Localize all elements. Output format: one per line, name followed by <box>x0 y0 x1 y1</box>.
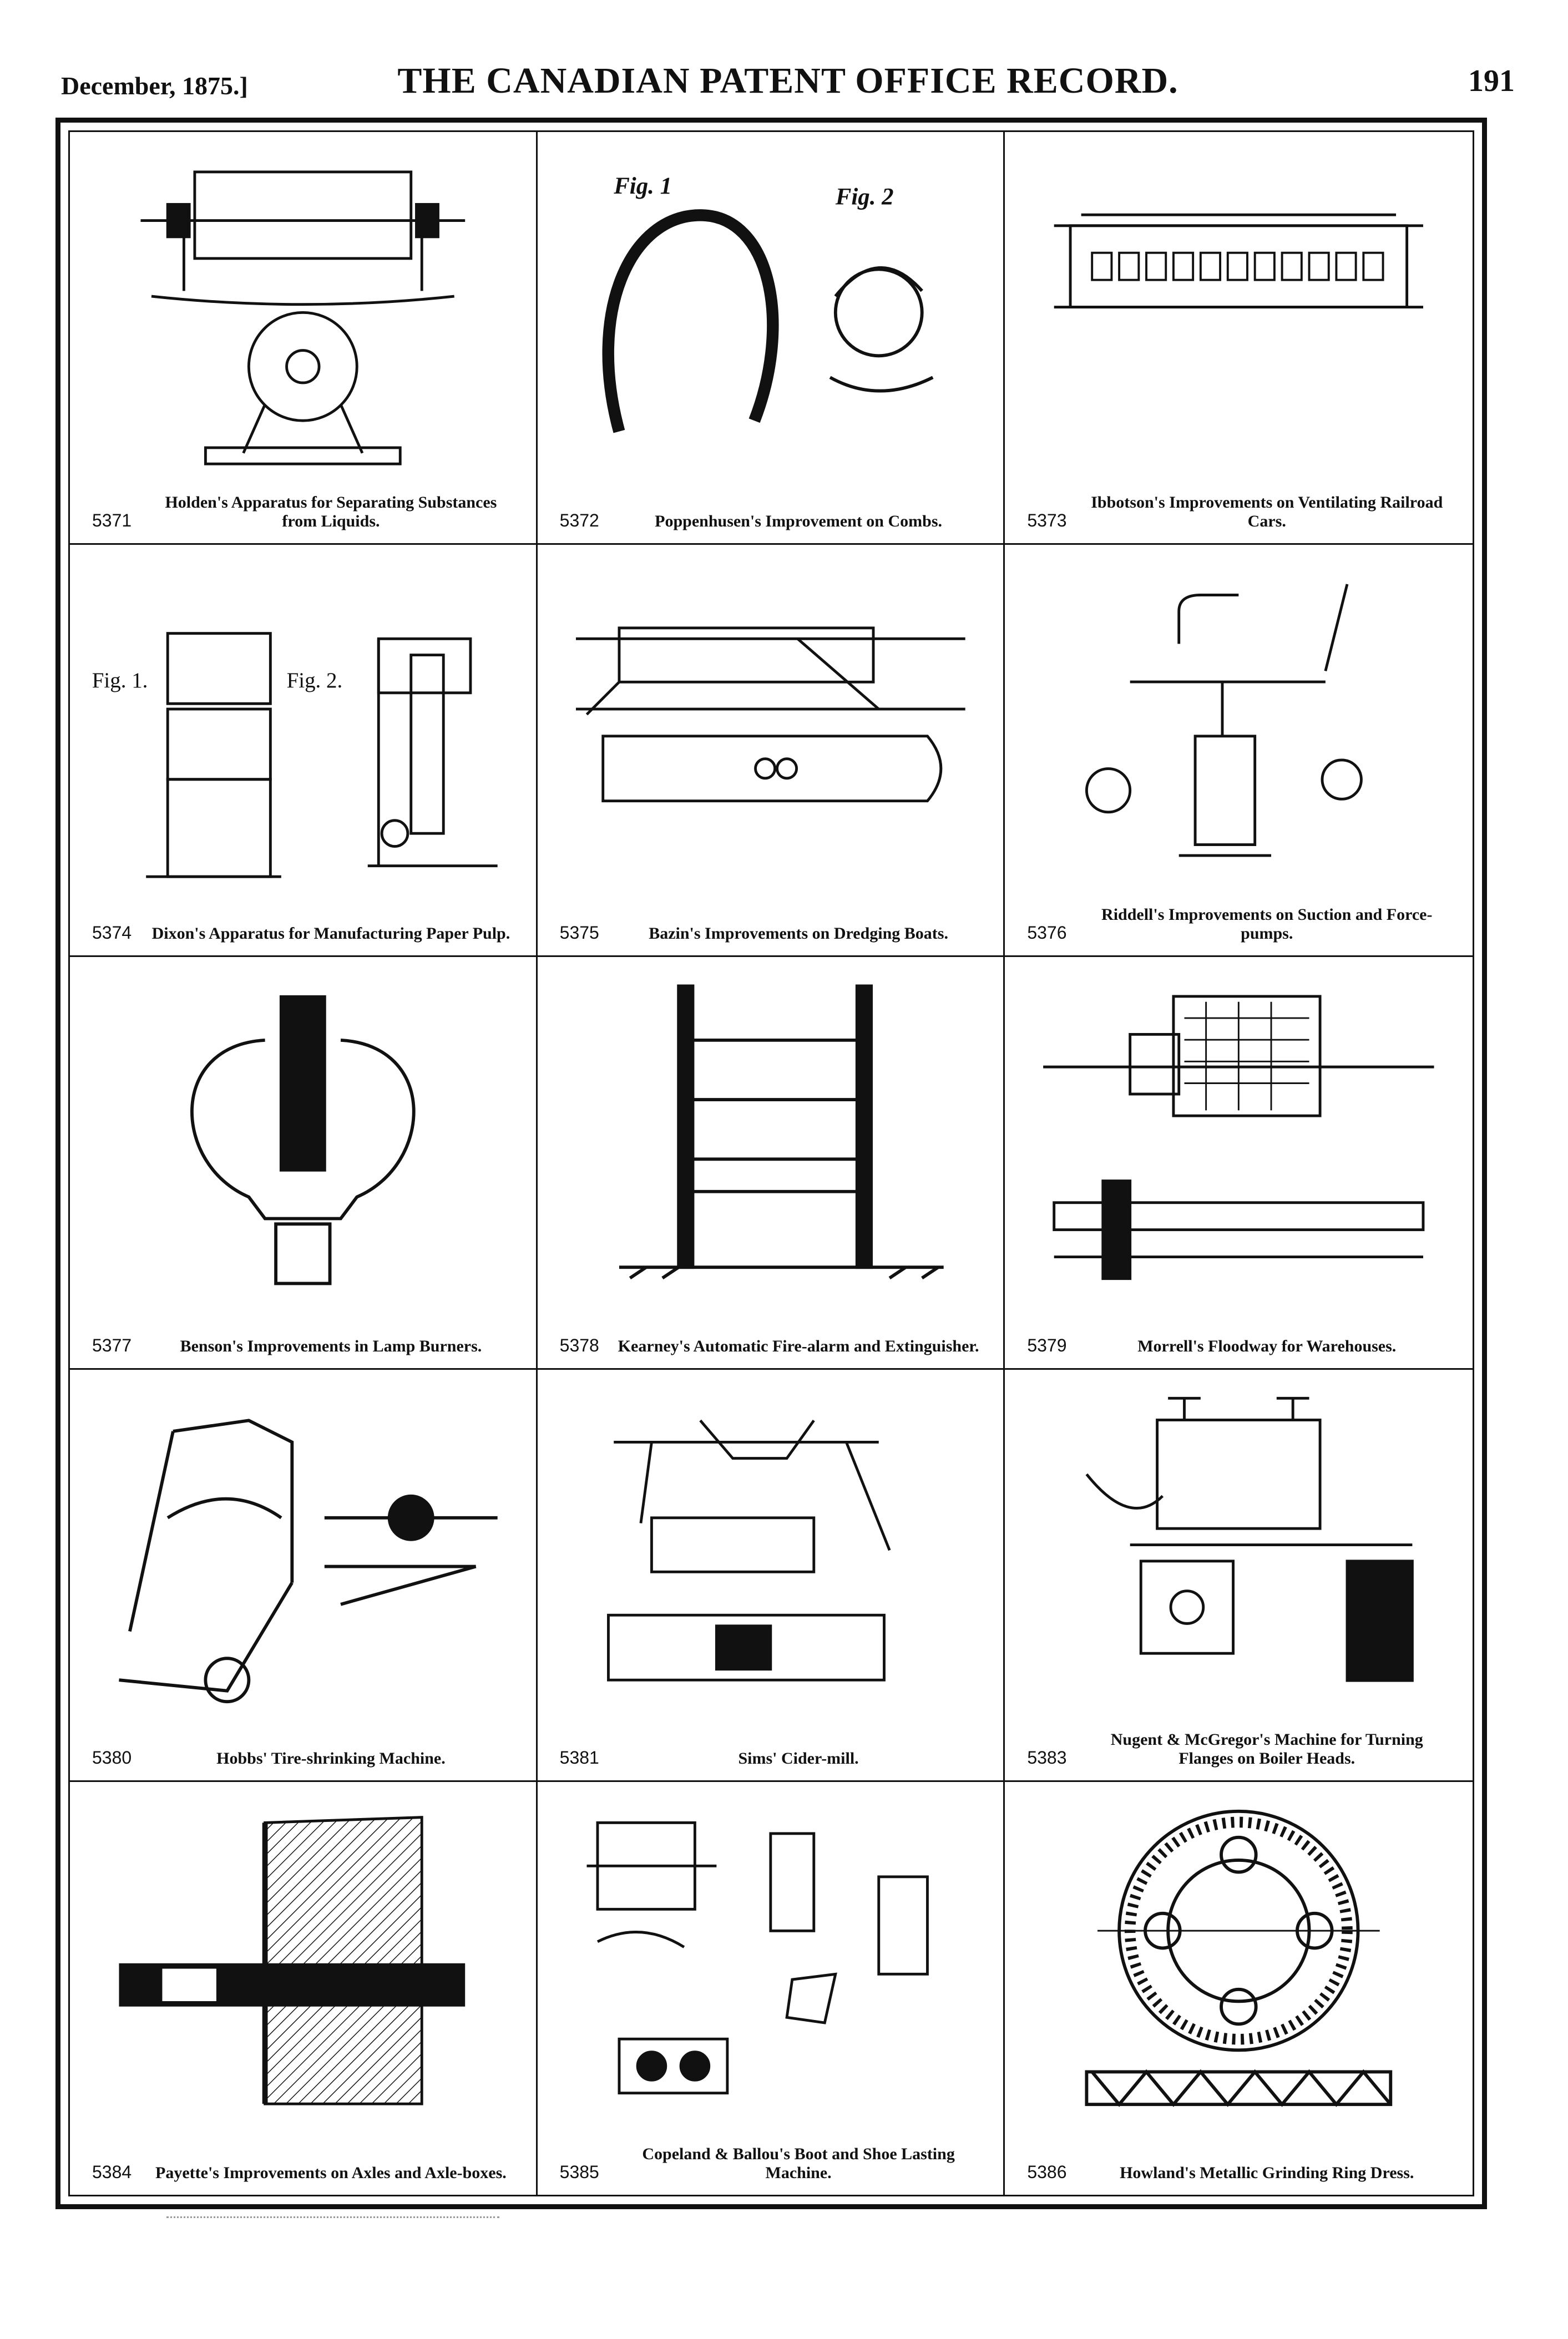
patent-figure-5384 <box>87 1799 519 2128</box>
patent-cell-5373: 5373 Ibbotson's Improvements on Ventilat… <box>1005 132 1473 545</box>
patent-caption-5374: 5374 Dixon's Apparatus for Manufacturing… <box>92 892 514 943</box>
patent-title: Poppenhusen's Improvement on Combs. <box>655 512 943 530</box>
patent-figure-5383 <box>1021 1386 1456 1714</box>
patent-title: Ibbotson's Improvements on Ventilating R… <box>1091 493 1443 530</box>
patent-figure-5373 <box>1021 149 1456 477</box>
patent-number: 5384 <box>92 2161 132 2182</box>
patent-cell-5380: 5380 Hobbs' Tire-shrinking Machine. <box>70 1369 538 1783</box>
patent-caption-5381: 5381 Sims' Cider-mill. <box>560 1717 982 1768</box>
fig-label: Fig. 1. <box>92 669 148 692</box>
patent-title: Howland's Metallic Grinding Ring Dress. <box>1120 2163 1414 2182</box>
patent-caption-5376: 5376 Riddell's Improvements on Suction a… <box>1027 892 1450 943</box>
patent-figure-5371 <box>87 149 519 477</box>
patent-number: 5372 <box>559 510 599 530</box>
patent-number: 5386 <box>1027 2161 1067 2182</box>
patent-number: 5376 <box>1027 923 1067 943</box>
patent-cell-5378: 5378 Kearney's Automatic Fire-alarm and … <box>537 957 1005 1370</box>
patent-cell-5384: 5384 Payette's Improvements on Axles and… <box>70 1782 538 2195</box>
patent-figure-5385 <box>554 1799 987 2128</box>
patent-title: Riddell's Improvements on Suction and Fo… <box>1101 905 1433 943</box>
patent-cell-5381: 5381 Sims' Cider-mill. <box>537 1369 1005 1783</box>
patent-figure-5372: Fig. 1 Fig. 2 <box>554 149 987 477</box>
patent-number: 5373 <box>1027 510 1067 530</box>
patent-title: Bazin's Improvements on Dredging Boats. <box>649 924 948 943</box>
patent-caption-5375: 5375 Bazin's Improvements on Dredging Bo… <box>560 892 982 943</box>
patent-figure-5380 <box>87 1386 519 1714</box>
patent-figure-5375 <box>554 561 987 889</box>
patent-number: 5379 <box>1027 1335 1067 1355</box>
patent-number: 5374 <box>92 923 132 943</box>
patent-title: Kearney's Automatic Fire-alarm and Extin… <box>618 1336 979 1355</box>
patent-title: Benson's Improvements in Lamp Burners. <box>180 1336 482 1355</box>
patent-cell-5379: 5379 Morrell's Floodway for Warehouses. <box>1005 957 1473 1370</box>
patent-title: Payette's Improvements on Axles and Axle… <box>155 2163 507 2182</box>
fig-label: Fig. 1 <box>613 173 672 199</box>
patent-title: Dixon's Apparatus for Manufacturing Pape… <box>151 924 510 943</box>
patent-cell-5377: 5377 Benson's Improvements in Lamp Burne… <box>70 957 538 1370</box>
patent-figure-5374: Fig. 1. Fig. 2. <box>87 561 519 889</box>
patent-number: 5371 <box>92 510 132 530</box>
patent-cell-5371: 5371 Holden's Apparatus for Separating S… <box>70 132 538 545</box>
patent-caption-5380: 5380 Hobbs' Tire-shrinking Machine. <box>92 1717 514 1768</box>
page-header: December, 1875.] THE CANADIAN PATENT OFF… <box>55 55 1520 105</box>
publication-title: THE CANADIAN PATENT OFFICE RECORD. <box>397 60 1178 101</box>
patent-caption-5371: 5371 Holden's Apparatus for Separating S… <box>92 480 514 531</box>
bottom-print-artifact <box>166 2216 499 2222</box>
patent-cell-5372: Fig. 1 Fig. 2 5372 Poppenhu <box>537 132 1005 545</box>
patent-title: Morrell's Floodway for Warehouses. <box>1137 1336 1397 1355</box>
patent-caption-5384: 5384 Payette's Improvements on Axles and… <box>92 2132 514 2183</box>
patent-figure-5377 <box>87 974 519 1302</box>
patent-cell-5375: 5375 Bazin's Improvements on Dredging Bo… <box>537 544 1005 958</box>
fig-label: Fig. 2 <box>834 184 893 210</box>
patent-number: 5383 <box>1027 1748 1067 1768</box>
patent-number: 5380 <box>92 1748 132 1768</box>
patent-cell-5383: 5383 Nugent & McGregor's Machine for Tur… <box>1005 1370 1473 1783</box>
patent-title: Hobbs' Tire-shrinking Machine. <box>216 1749 446 1768</box>
patent-figure-5381 <box>554 1386 987 1714</box>
patent-figure-5378 <box>554 974 987 1302</box>
patent-number: 5381 <box>559 1748 599 1768</box>
patent-plate-frame: 5371 Holden's Apparatus for Separating S… <box>55 118 1487 2209</box>
patent-caption-5378: 5378 Kearney's Automatic Fire-alarm and … <box>560 1305 982 1356</box>
patent-caption-5377: 5377 Benson's Improvements in Lamp Burne… <box>92 1305 514 1356</box>
patent-cell-5376: 5376 Riddell's Improvements on Suction a… <box>1005 545 1473 958</box>
patent-title: Copeland & Ballou's Boot and Shoe Lastin… <box>642 2144 955 2182</box>
patent-number: 5378 <box>559 1335 599 1355</box>
issue-date: December, 1875.] <box>61 72 248 100</box>
patent-figure-5379 <box>1021 974 1456 1302</box>
patent-number: 5385 <box>559 2161 599 2182</box>
patent-title: Holden's Apparatus for Separating Substa… <box>165 493 497 530</box>
patent-caption-5383: 5383 Nugent & McGregor's Machine for Tur… <box>1027 1717 1450 1768</box>
patent-caption-5386: 5386 Howland's Metallic Grinding Ring Dr… <box>1027 2132 1450 2183</box>
patent-figure-5386 <box>1021 1799 1456 2128</box>
patent-title: Nugent & McGregor's Machine for Turning … <box>1110 1730 1423 1768</box>
patent-grid: 5371 Holden's Apparatus for Separating S… <box>70 132 1473 2195</box>
patent-cell-5386: 5386 Howland's Metallic Grinding Ring Dr… <box>1005 1782 1473 2195</box>
patent-title: Sims' Cider-mill. <box>738 1749 859 1768</box>
page-number: 191 <box>1468 64 1515 98</box>
patent-cell-5385: 5385 Copeland & Ballou's Boot and Shoe L… <box>538 1782 1005 2195</box>
patent-caption-5372: 5372 Poppenhusen's Improvement on Combs. <box>560 480 982 531</box>
patent-caption-5373: 5373 Ibbotson's Improvements on Ventilat… <box>1027 480 1450 531</box>
patent-caption-5385: 5385 Copeland & Ballou's Boot and Shoe L… <box>560 2132 982 2183</box>
patent-figure-5376 <box>1021 561 1456 889</box>
fig-label: Fig. 2. <box>287 669 343 692</box>
patent-plate-inner-border: 5371 Holden's Apparatus for Separating S… <box>68 130 1474 2196</box>
patent-caption-5379: 5379 Morrell's Floodway for Warehouses. <box>1027 1305 1450 1356</box>
patent-number: 5375 <box>559 923 599 943</box>
patent-cell-5374: Fig. 1. Fig. 2. <box>70 544 538 958</box>
patent-number: 5377 <box>92 1335 132 1355</box>
